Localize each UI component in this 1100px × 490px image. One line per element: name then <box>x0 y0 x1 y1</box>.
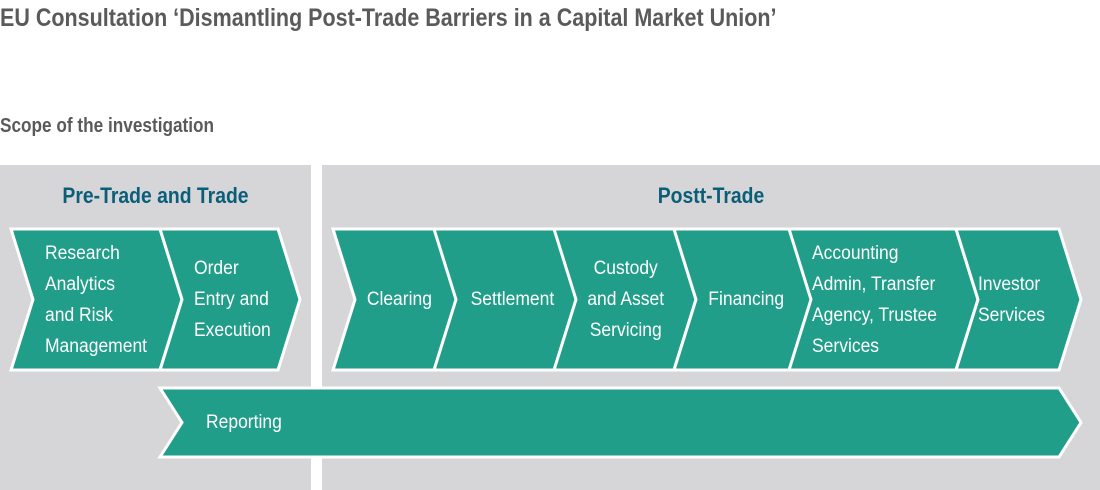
reporting-label-text: Reporting <box>206 412 282 433</box>
page-subtitle: Scope of the investigation <box>0 115 215 137</box>
post-trade-step-1: Clearing <box>356 229 442 370</box>
post-trade-step-2: Settlement <box>458 229 566 370</box>
post-trade-step-3-text: Custody and Asset Servicing <box>587 258 665 341</box>
pre-trade-step-2: Order Entry and Execution <box>194 229 294 370</box>
post-trade-step-6: Investor Services <box>978 229 1066 370</box>
post-trade-step-2-text: Settlement <box>470 289 554 310</box>
pre-trade-step-1: Research Analytics and Risk Management <box>45 229 175 370</box>
page-title: EU Consultation ‘Dismantling Post-Trade … <box>0 4 777 32</box>
post-trade-step-4: Financing <box>696 229 796 370</box>
post-trade-step-6-text: Investor Services <box>978 273 1046 326</box>
post-trade-step-4-text: Financing <box>708 289 784 310</box>
pre-trade-step-1-text: Research Analytics and Risk Management <box>45 242 148 357</box>
post-trade-step-3: Custody and Asset Servicing <box>576 229 676 370</box>
reporting-label: Reporting <box>206 388 506 457</box>
pre-trade-step-2-arrow <box>157 227 302 372</box>
reporting-arrow <box>157 386 1083 459</box>
post-trade-step-1-text: Clearing <box>366 289 432 310</box>
post-trade-step-5-text: Accounting Admin, Transfer Agency, Trust… <box>812 242 938 357</box>
post-trade-step-6-arrow <box>953 227 1083 372</box>
post-trade-step-5: Accounting Admin, Transfer Agency, Trust… <box>812 229 964 370</box>
pre-trade-step-2-text: Order Entry and Execution <box>194 258 271 341</box>
pre-trade-title: Pre-Trade and Trade <box>62 183 249 208</box>
post-trade-title: Postt-Trade <box>657 183 765 208</box>
